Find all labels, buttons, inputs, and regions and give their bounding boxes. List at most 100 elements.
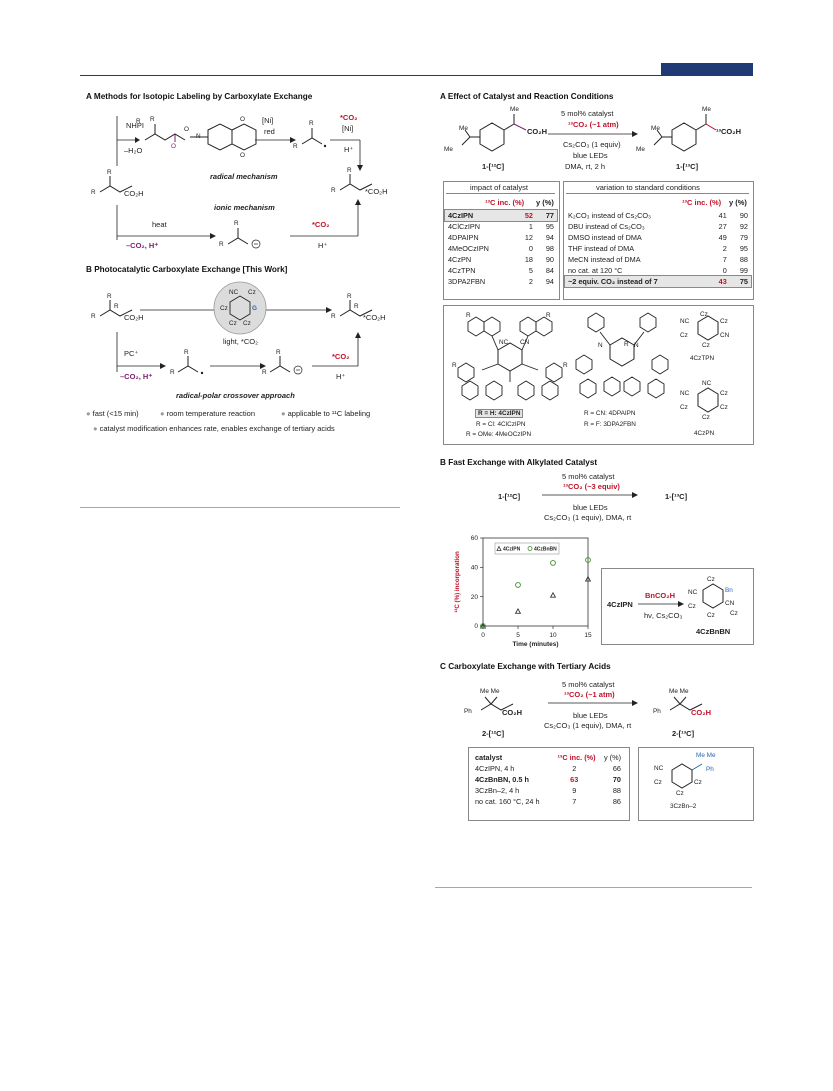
data-point xyxy=(514,607,522,614)
b-minus-co2-label: –CO₂, H⁺ xyxy=(120,372,153,381)
struct-caption-4czipn: R = H: 4CzIPN xyxy=(474,409,524,418)
inset-reagent: BnCO₂H xyxy=(645,591,675,600)
minus-h2o-label: –H₂O xyxy=(124,146,143,155)
b-h-plus-label: H⁺ xyxy=(336,372,346,381)
bullet-catalyst-mod: ● catalyst modification enhances rate, e… xyxy=(93,424,335,433)
pn-cz-1: Cz xyxy=(720,390,728,397)
sm-compound-label: 1-[¹²C] xyxy=(482,162,505,171)
data-point xyxy=(515,582,521,588)
catalyst-impact-box xyxy=(443,181,560,300)
3czbn2-ph: Ph xyxy=(706,766,714,773)
a-cond-2: ¹³CO₂ (~1 atm) xyxy=(568,120,619,129)
catalyst-impact-header: impact of catalyst xyxy=(470,183,528,192)
me-label-2: Me xyxy=(444,146,453,153)
struct-r-3: R xyxy=(452,362,457,369)
bullet-11c: ● applicable to ¹¹C labeling xyxy=(281,409,371,418)
radical-mechanism-label: radical mechanism xyxy=(210,172,278,181)
legend-marker xyxy=(496,545,502,551)
c-cond-4: Cs₂CO₃ (1 equiv), DMA, rt xyxy=(544,721,632,730)
variation-box xyxy=(563,181,754,300)
me-label-1: Me xyxy=(459,125,468,132)
legend-label: 4CzIPN xyxy=(503,547,521,553)
a-cond-4: blue LEDs xyxy=(573,151,608,160)
c-sm-acid: CO₂H xyxy=(502,708,522,717)
inset-nc: NC xyxy=(688,589,698,596)
pn-cz-2: Cz xyxy=(680,404,688,411)
x-tick-label: 10 xyxy=(549,632,557,639)
struct-r-2: R xyxy=(546,312,551,319)
struct-r-1: R xyxy=(466,312,471,319)
a-cond-3: Cs₂CO₃ (1 equiv) xyxy=(563,140,621,149)
variation-header: variation to standard conditions xyxy=(596,183,700,192)
struct-r-5: R xyxy=(624,341,629,348)
pn-cz-3: Cz xyxy=(720,404,728,411)
struct-caption-4cztpn: 4CzTPN xyxy=(690,355,715,362)
pn-nc-1: NC xyxy=(702,380,712,387)
c-prod-label: 2-[¹³C] xyxy=(672,729,695,738)
prod-acid-label: ¹³CO₂H xyxy=(716,127,741,136)
tertiary-acid-table-box xyxy=(468,747,630,821)
3czbn2-structure-box xyxy=(638,747,754,821)
h-plus-label: H⁺ xyxy=(344,145,354,154)
ni-label: [Ni] xyxy=(342,124,354,133)
3czbn2-label: 3CzBn–2 xyxy=(670,803,697,810)
inset-cn: CN xyxy=(725,600,735,607)
me-label-4: Me xyxy=(651,125,660,132)
y-tick-label: 20 xyxy=(471,594,479,601)
inset-cond: hν, Cs₂CO₃ xyxy=(644,611,683,620)
me-label-3: Me xyxy=(510,106,519,113)
legend-label: 4CzBnBN xyxy=(534,547,557,553)
c-sm-label: 2-[¹²C] xyxy=(482,729,505,738)
b-cond-1: 5 mol% catalyst xyxy=(562,472,615,481)
b-sm-label: 1-[¹²C] xyxy=(498,492,521,501)
3czbn2-cz-3: Cz xyxy=(676,790,684,797)
data-point xyxy=(550,560,556,566)
me-label-6: Me xyxy=(702,106,711,113)
inset-product: 4CzBnBN xyxy=(696,627,731,636)
minus-co2-label: –CO₂, H⁺ xyxy=(126,241,159,250)
catalyst-structures-box xyxy=(443,305,754,445)
right-panel-c-title: C Carboxylate Exchange with Tertiary Aci… xyxy=(440,662,611,671)
struct-n-1: N xyxy=(598,342,603,349)
inset-bn: Bn xyxy=(725,587,733,594)
c-cond-2: ¹³CO₂ (~1 atm) xyxy=(564,690,615,699)
inset-cz-1: Cz xyxy=(707,576,715,583)
ni-red-label-2: red xyxy=(264,127,275,136)
ni-red-label-1: [Ni] xyxy=(262,116,274,125)
c-me-me-1: Me Me xyxy=(480,688,500,695)
y-tick-label: 40 xyxy=(471,565,479,572)
header-rule xyxy=(80,75,753,76)
sm-acid-label: CO₂H xyxy=(527,127,547,136)
right-panel-b-title: B Fast Exchange with Alkylated Catalyst xyxy=(440,458,598,467)
t2-col-inc: ¹³C inc. (%) xyxy=(682,198,722,207)
bullet-room-temp: ● room temperature reaction xyxy=(160,409,255,418)
t1-col-inc: ¹³C inc. (%) xyxy=(485,198,525,207)
left-panel-divider xyxy=(80,507,400,508)
x-tick-label: 5 xyxy=(516,632,520,639)
left-b-acid-label: CO₂H xyxy=(124,313,144,322)
left-panel-a-title: A Methods for Isotopic Labeling by Carbo… xyxy=(86,92,313,101)
struct-cn-1: CN xyxy=(520,339,530,346)
3czbn2-cz-2: Cz xyxy=(694,779,702,786)
heat-label: heat xyxy=(152,220,167,229)
data-point xyxy=(585,557,591,563)
x-tick-label: 15 xyxy=(584,632,592,639)
b-co2-star-label: *CO₂ xyxy=(332,352,350,361)
pn-nc-2: NC xyxy=(680,390,690,397)
